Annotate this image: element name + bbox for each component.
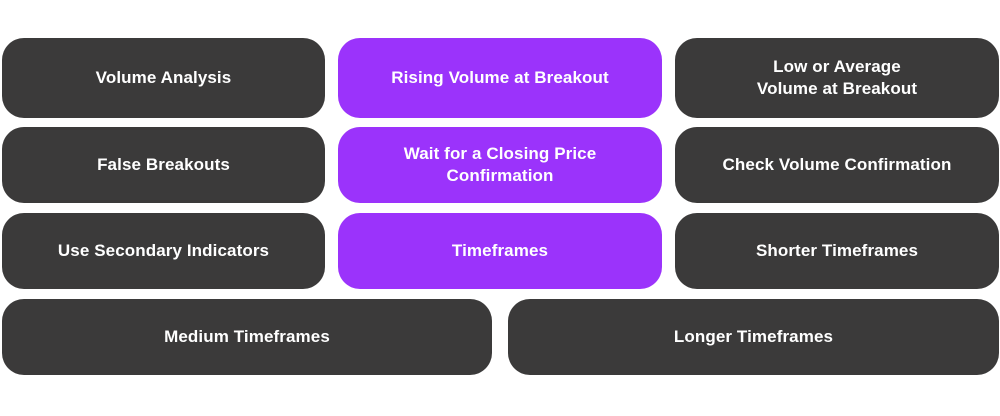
node-false-breakouts[interactable]: False Breakouts bbox=[2, 127, 325, 203]
node-label: Check Volume Confirmation bbox=[722, 154, 952, 174]
node-label: Volume Analysis bbox=[95, 67, 232, 87]
node-label: Shorter Timeframes bbox=[755, 240, 919, 260]
node-label: False Breakouts bbox=[97, 154, 230, 174]
node-label: Medium Timeframes bbox=[164, 326, 330, 346]
node-low-or-average-volume-at-breakout[interactable]: Low or Average Volume at Breakout bbox=[675, 38, 999, 118]
node-use-secondary-indicators[interactable]: Use Secondary Indicators bbox=[2, 213, 325, 289]
node-label: Longer Timeframes bbox=[673, 326, 834, 346]
node-medium-timeframes[interactable]: Medium Timeframes bbox=[2, 299, 492, 375]
node-longer-timeframes[interactable]: Longer Timeframes bbox=[508, 299, 999, 375]
node-check-volume-confirmation[interactable]: Check Volume Confirmation bbox=[675, 127, 999, 203]
node-label: Wait for a Closing Price Confirmation bbox=[403, 143, 597, 185]
node-label: Timeframes bbox=[451, 240, 549, 260]
node-label: Rising Volume at Breakout bbox=[391, 67, 609, 87]
node-wait-for-a-closing-price-confirmation[interactable]: Wait for a Closing Price Confirmation bbox=[338, 127, 662, 203]
node-label: Use Secondary Indicators bbox=[57, 240, 270, 260]
node-shorter-timeframes[interactable]: Shorter Timeframes bbox=[675, 213, 999, 289]
node-timeframes[interactable]: Timeframes bbox=[338, 213, 662, 289]
node-rising-volume-at-breakout[interactable]: Rising Volume at Breakout bbox=[338, 38, 662, 118]
node-label: Low or Average Volume at Breakout bbox=[756, 56, 918, 98]
node-volume-analysis[interactable]: Volume Analysis bbox=[2, 38, 325, 118]
